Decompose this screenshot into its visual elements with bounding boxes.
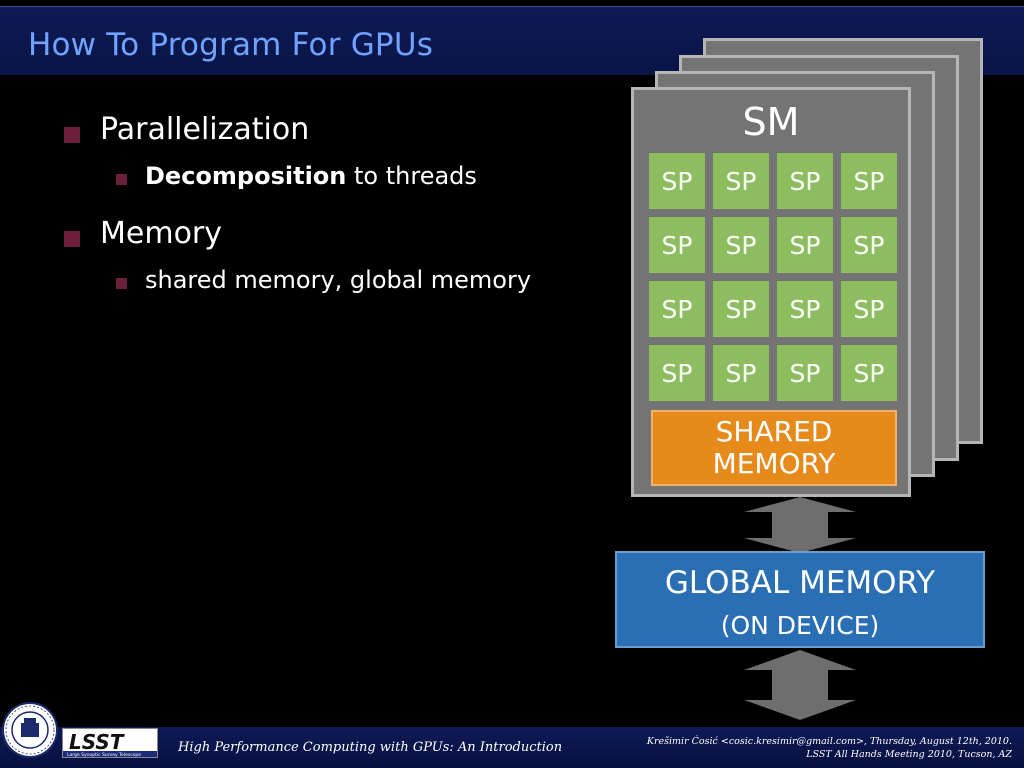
sp-cell: SP bbox=[841, 281, 897, 337]
svg-text:Large Synoptic Survey Telescop: Large Synoptic Survey Telescope bbox=[67, 752, 141, 757]
bullet-text: Memory bbox=[100, 216, 223, 251]
sp-cell: SP bbox=[777, 153, 833, 209]
bullet-square-icon bbox=[64, 127, 80, 143]
sub-bullet-text: shared memory, global memory bbox=[145, 266, 532, 294]
sp-cell: SP bbox=[649, 345, 705, 401]
sp-cell: SP bbox=[841, 153, 897, 209]
svg-text:LSST: LSST bbox=[69, 730, 125, 754]
sp-cell: SP bbox=[713, 281, 769, 337]
lsst-logo: LSST Large Synoptic Survey Telescope bbox=[62, 728, 158, 758]
sp-cell: SP bbox=[777, 345, 833, 401]
sp-cell: SP bbox=[649, 153, 705, 209]
sp-cell: SP bbox=[777, 217, 833, 273]
global-memory-subtitle: (ON DEVICE) bbox=[720, 611, 880, 640]
footer-author-info: Krešimir Ćosić <cosic.kresimir@gmail.com… bbox=[647, 735, 1012, 761]
slide-title: How To Program For GPUs bbox=[28, 27, 434, 63]
sub-bullet-bold: Decomposition bbox=[145, 162, 347, 190]
sp-cell: SP bbox=[777, 281, 833, 337]
global-memory-title: GLOBAL MEMORY bbox=[664, 565, 936, 601]
double-arrow-icon-lower bbox=[744, 650, 856, 720]
sp-cell: SP bbox=[649, 281, 705, 337]
sp-cell: SP bbox=[713, 345, 769, 401]
sub-bullet-square-icon bbox=[116, 174, 127, 185]
sm-label: SM bbox=[742, 100, 800, 144]
shared-memory-block: SHARED MEMORY bbox=[651, 410, 897, 486]
sub-bullet-memory-types: shared memory, global memory bbox=[64, 266, 624, 320]
sub-bullet-decomposition: Decomposition to threads bbox=[64, 162, 624, 216]
bullet-memory: Memory bbox=[64, 216, 624, 268]
sub-bullet-square-icon bbox=[116, 278, 127, 289]
global-memory-block: GLOBAL MEMORY (ON DEVICE) bbox=[615, 551, 985, 648]
shared-memory-line1: SHARED bbox=[715, 415, 833, 448]
sp-cell: SP bbox=[713, 217, 769, 273]
sp-cell: SP bbox=[841, 217, 897, 273]
bullet-list: Parallelization Decomposition to threads… bbox=[64, 112, 624, 320]
footer-bar bbox=[0, 727, 1024, 768]
lsst-logo-mark: LSST Large Synoptic Survey Telescope bbox=[63, 729, 157, 758]
double-arrow-icon-upper bbox=[744, 497, 856, 553]
bullet-text: Parallelization bbox=[100, 112, 310, 147]
footer-presentation-title: High Performance Computing with GPUs: An… bbox=[178, 740, 563, 755]
footer-author-line: Krešimir Ćosić <cosic.kresimir@gmail.com… bbox=[646, 736, 1012, 747]
bullet-parallelization: Parallelization bbox=[64, 112, 624, 164]
university-seal-icon bbox=[2, 702, 58, 758]
sp-cell: SP bbox=[713, 153, 769, 209]
sp-cell: SP bbox=[649, 217, 705, 273]
shared-memory-line2: MEMORY bbox=[712, 447, 836, 480]
footer-meeting-line: LSST All Hands Meeting 2010, Tucson, AZ bbox=[806, 749, 1012, 760]
sub-bullet-text: to threads bbox=[346, 162, 477, 190]
bullet-square-icon bbox=[64, 231, 80, 247]
sp-cell: SP bbox=[841, 345, 897, 401]
